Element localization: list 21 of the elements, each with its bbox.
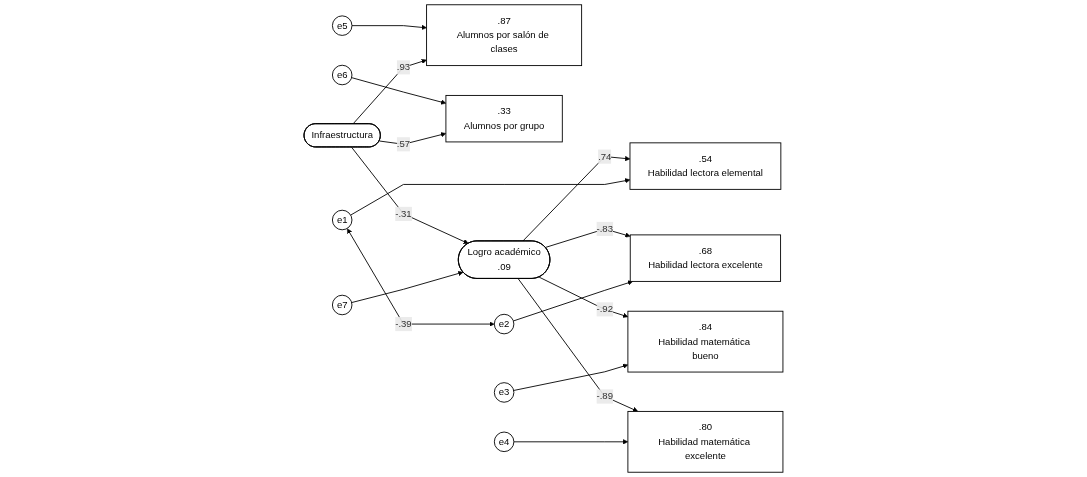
node-circle: e5 — [331, 15, 353, 36]
node-circle: e1 — [331, 209, 353, 231]
node-circle: e2 — [493, 313, 515, 335]
edge-label: -.31 — [395, 208, 412, 219]
node-box: .84 Habilidad matemática bueno — [627, 310, 784, 373]
edge-label: .74 — [598, 151, 612, 162]
node-box: .80 Habilidad matemática excelente — [627, 410, 784, 473]
node-circle: e3 — [493, 382, 515, 403]
edge-label: -.89 — [596, 391, 613, 402]
node-circle: e7 — [331, 294, 353, 316]
edge-label: .57 — [396, 138, 411, 150]
node-box: .33 Alumnos por grupo — [445, 94, 563, 143]
node-box: .68 Habilidad lectora excelente — [629, 234, 782, 282]
node-box: .87 Alumnos por salón de clases — [426, 4, 583, 67]
node-box: .54 Habilidad lectora elemental — [629, 142, 782, 190]
edge-label: -.83 — [596, 223, 613, 234]
node-circle: e4 — [493, 431, 515, 453]
node-circle: e6 — [331, 64, 353, 86]
edge-label: -.39 — [395, 318, 412, 329]
edge-label: .93 — [396, 62, 411, 73]
edge-label: -.92 — [596, 304, 613, 315]
